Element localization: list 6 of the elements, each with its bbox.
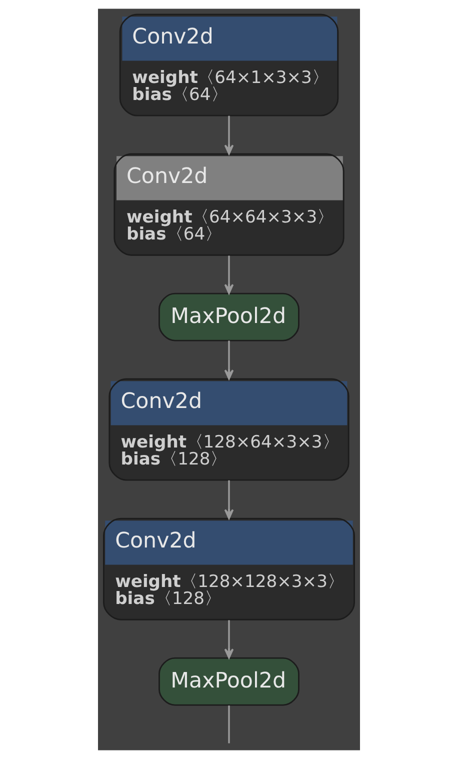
arrow — [224, 620, 234, 659]
arrow — [224, 116, 234, 155]
arrow — [224, 256, 234, 294]
arrow — [224, 480, 234, 520]
connector — [228, 706, 230, 744]
arrow — [224, 340, 234, 380]
